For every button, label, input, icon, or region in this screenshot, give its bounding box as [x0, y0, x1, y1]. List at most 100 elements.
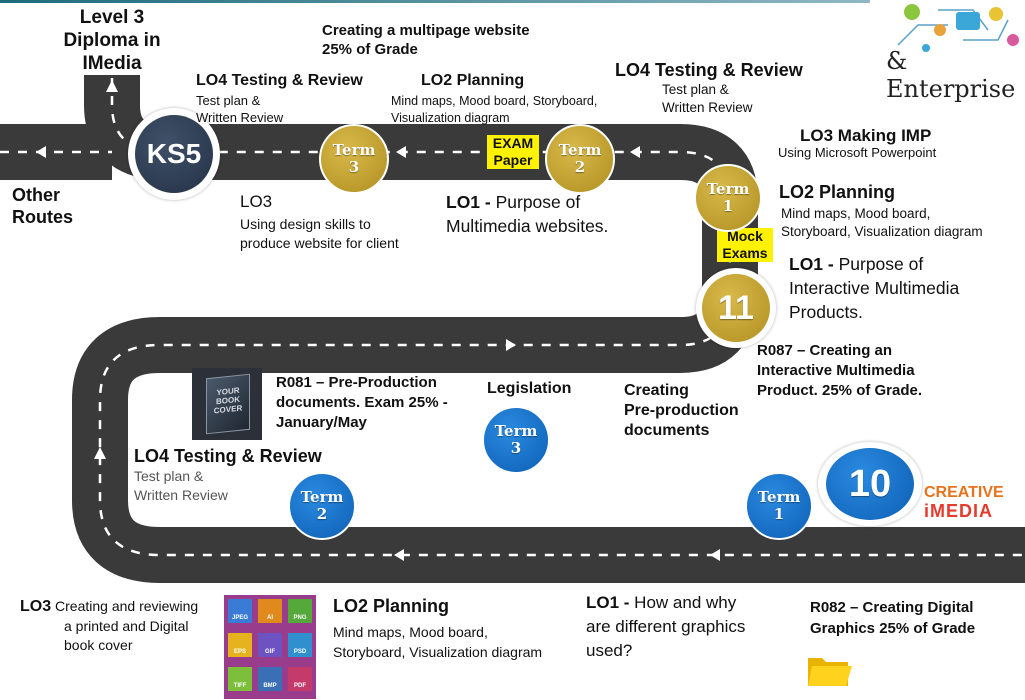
term-number: 2 [574, 158, 586, 176]
mock-exams-line2: Exams [722, 245, 768, 261]
term-word: Term [494, 422, 538, 440]
preprod-line2: Pre-production [624, 402, 739, 419]
file-formats-image: JPEG AI PNG EPS GIF PSD TIFF BMP PDF [224, 595, 316, 699]
book-cover-image: YOUR BOOK COVER [192, 368, 262, 440]
bottom-lo3-text: Creating and reviewing [55, 598, 199, 614]
multipage-title: Creating a multipage website [322, 22, 530, 39]
ks5-term-1-badge: Term 1 [694, 164, 762, 232]
year-10-badge: 10 [818, 442, 922, 526]
bottom-lo1-lead: LO1 - [586, 593, 635, 612]
lo1-interactive-text: Purpose of [838, 254, 924, 274]
y10-term-1-badge: Term 1 [745, 472, 813, 540]
lo2-top-line1: Mind maps, Mood board, Storyboard, [391, 94, 598, 108]
lo1-websites-text: Purpose of [495, 192, 581, 212]
r081-line2: documents. Exam 25% - [276, 394, 448, 411]
file-tile: AI [258, 599, 282, 623]
ks5-term-3-badge: Term 3 [319, 124, 389, 194]
other-routes-label: Other Routes [12, 185, 74, 227]
lo4-top-right-line1: Test plan & [662, 82, 729, 97]
lo1-interactive-lead: LO1 - [789, 254, 839, 274]
lo3-making-imp-line1: Using Microsoft Powerpoint [778, 145, 937, 160]
bottom-lo2-line2: Storyboard, Visualization diagram [333, 644, 543, 660]
lo4-mid-line2: Written Review [134, 487, 228, 503]
lo4-top-left-line2: Written Review [196, 110, 284, 125]
lo4-top-left-heading: LO4 Testing & Review [196, 72, 363, 89]
lo4-mid-heading: LO4 Testing & Review [134, 446, 322, 466]
ks5-badge: KS5 [128, 108, 220, 200]
file-tile: PSD [288, 633, 312, 657]
lo1-websites-lead: LO1 - [446, 192, 496, 212]
lo2-top-line2: Visualization diagram [391, 111, 510, 125]
exam-paper-label: EXAM Paper [487, 135, 539, 169]
r081-line3: January/May [276, 414, 367, 431]
file-tile: TIFF [228, 667, 252, 691]
lo2-right-line1: Mind maps, Mood board, [781, 206, 931, 221]
bottom-lo1-line3: used? [586, 641, 633, 660]
file-tile: JPEG [228, 599, 252, 623]
file-tile: EPS [228, 633, 252, 657]
lo2-right-heading: LO2 Planning [779, 182, 896, 202]
term-word: Term [757, 488, 801, 506]
term-word: Term [558, 141, 602, 159]
preprod-line1: Creating [624, 382, 689, 399]
year-10-label: 10 [826, 448, 914, 520]
enterprise-logo: & Enterprise [878, 0, 1023, 102]
file-tile: PNG [288, 599, 312, 623]
lo3-making-imp-heading: LO3 Making IMP [800, 126, 932, 145]
lo1-websites-line1: LO1 - Purpose of [446, 192, 580, 212]
bottom-lo2-line1: Mind maps, Mood board, [333, 624, 488, 640]
bottom-lo3-lead: LO3 [20, 598, 52, 615]
bottom-lo3-line1: LO3 Creating and reviewing [20, 598, 198, 616]
creative-imedia-line2: iMEDIA [924, 501, 993, 521]
book-cover-graphic: YOUR BOOK COVER [206, 373, 250, 435]
ks5-term-2-badge: Term 2 [545, 124, 615, 194]
r081-line1: R081 – Pre-Production [276, 374, 437, 391]
year-11-badge: 11 [696, 268, 776, 348]
term-number: 3 [348, 158, 360, 176]
creative-imedia-line1: CREATIVE [924, 484, 1004, 501]
r082-line1: R082 – Creating Digital [810, 599, 974, 616]
lo3-design-heading: LO3 [240, 192, 273, 211]
preprod-line3: documents [624, 422, 710, 439]
bottom-lo1-line2: are different graphics [586, 617, 746, 636]
multipage-grade: 25% of Grade [322, 41, 418, 58]
lo4-mid-line1: Test plan & [134, 468, 204, 484]
lo1-interactive-line1: LO1 - Purpose of [789, 254, 923, 274]
circuit-icon [897, 4, 1019, 52]
r087-line1: R087 – Creating an [757, 342, 893, 359]
folder-icon [808, 658, 852, 686]
mock-exams-line1: Mock [727, 228, 763, 244]
lo3-design-line2: produce website for client [240, 235, 399, 251]
legislation-label: Legislation [487, 380, 572, 397]
bottom-lo1-line1: LO1 - How and why [586, 593, 736, 613]
bottom-lo2-heading: LO2 Planning [333, 596, 450, 616]
file-tile: PDF [288, 667, 312, 691]
lo2-top-heading: LO2 Planning [421, 72, 525, 89]
file-tile: BMP [258, 667, 282, 691]
ks5-badge-label: KS5 [135, 115, 213, 193]
bottom-lo1-text: How and why [634, 593, 737, 612]
lo4-top-left-line1: Test plan & [196, 93, 261, 108]
lo3-design-line1: Using design skills to [240, 216, 371, 232]
exam-paper-line1: EXAM [492, 135, 534, 151]
y10-term-3-badge: Term 3 [482, 406, 550, 474]
bottom-lo3-line3: book cover [64, 637, 133, 653]
term-word: Term [332, 141, 376, 159]
creative-imedia-logo: CREATIVE iMEDIA [924, 484, 1022, 528]
bottom-lo3-line2: a printed and Digital [64, 618, 189, 634]
term-word: Term [300, 488, 344, 506]
y10-term-2-badge: Term 2 [288, 472, 356, 540]
lo1-interactive-line2: Interactive Multimedia [789, 278, 960, 298]
lo4-top-right-heading: LO4 Testing & Review [615, 60, 803, 80]
lo1-interactive-line3: Products. [789, 302, 863, 322]
exam-paper-line2: Paper [493, 152, 533, 168]
file-tile: GIF [258, 633, 282, 657]
term-number: 1 [722, 197, 734, 215]
term-number: 2 [316, 505, 328, 523]
term-number: 3 [510, 439, 522, 457]
term-number: 1 [773, 505, 785, 523]
r087-line2: Interactive Multimedia [757, 362, 915, 379]
lo4-top-right-line2: Written Review [662, 100, 753, 115]
r082-line2: Graphics 25% of Grade [810, 620, 976, 637]
mock-exams-label: Mock Exams [717, 228, 773, 262]
